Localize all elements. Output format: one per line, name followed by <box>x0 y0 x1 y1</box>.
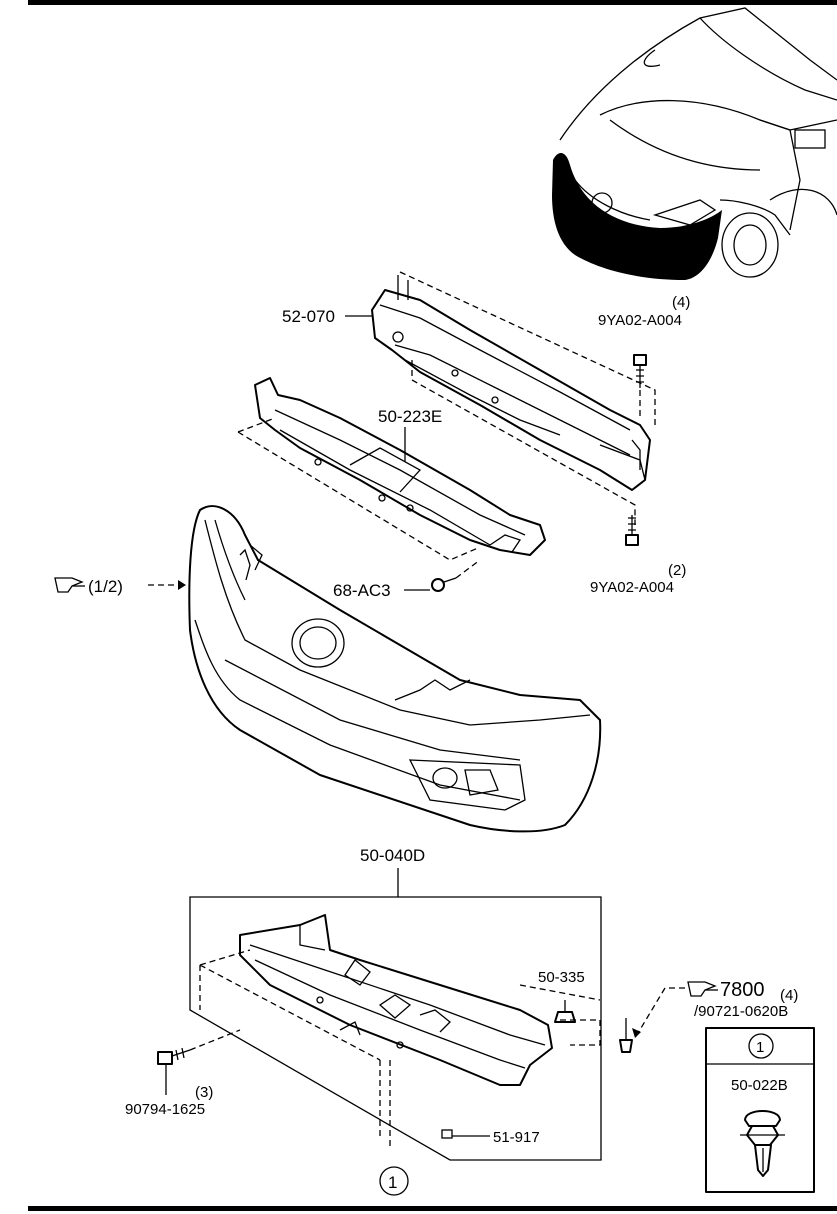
undercover-label: 50-040D <box>360 846 425 865</box>
absorber-label: 50-223E <box>378 407 442 426</box>
bolt-mid-icon <box>625 515 639 546</box>
clip-label: 50-335 <box>538 969 585 986</box>
nut-label: 68-AC3 <box>333 581 391 600</box>
bumper-ref-arrowhead <box>178 580 186 590</box>
vehicle-overview <box>552 7 837 280</box>
nut-icon <box>431 577 457 592</box>
bumper-ref-label: (1/2) <box>88 577 123 596</box>
inset-box: 1 50-022B <box>705 1027 815 1193</box>
inset-number: 1 <box>756 1039 764 1056</box>
callout-circle-num: 1 <box>388 1173 397 1192</box>
ref-7800-guide <box>634 987 685 1039</box>
bolt-bottom-label: 90794-1625 <box>125 1101 205 1118</box>
bumper-highlight <box>552 153 722 280</box>
nut-guide <box>455 559 481 579</box>
reinforcement-guide <box>399 271 656 525</box>
bolt-top-icon <box>633 354 647 388</box>
bolt-bottom-guide <box>189 1029 241 1051</box>
top-border <box>28 0 837 5</box>
callout-circle <box>379 1166 409 1196</box>
bolt-bottom-qty: (3) <box>195 1084 213 1101</box>
fastener-icon <box>441 1129 453 1139</box>
bolt-bottom-icon <box>157 1047 191 1065</box>
bolt-mid-label: 9YA02-A004 <box>590 579 674 596</box>
bottom-border <box>28 1206 837 1211</box>
ref-7800-arrowhead <box>632 1028 641 1038</box>
ref-7800-label: 7800 <box>720 979 765 1001</box>
undercover-frame <box>189 896 602 1161</box>
screw-icon <box>619 1018 633 1053</box>
fastener-label: 51-917 <box>493 1129 540 1146</box>
pointing-hand-icon <box>54 577 85 593</box>
absorber-guide <box>237 417 479 561</box>
undercover-guide <box>199 949 601 1150</box>
clip-icon <box>554 1000 576 1023</box>
ref-7800-qty: (4) <box>780 987 798 1004</box>
reinforcement-label: 52-070 <box>282 307 335 326</box>
energy-absorber <box>254 377 546 556</box>
bolt-mid-qty: (2) <box>668 562 686 579</box>
bolt-top-qty: (4) <box>672 294 690 311</box>
bumper-reinforcement <box>371 275 651 491</box>
ref-7800-part: /90721-0620B <box>694 1003 788 1020</box>
front-bumper-cover <box>188 505 602 833</box>
bolt-top-label: 9YA02-A004 <box>598 312 682 329</box>
inset-part-label: 50-022B <box>731 1077 788 1094</box>
engine-undercover <box>239 914 553 1086</box>
pointing-hand-icon <box>687 981 718 997</box>
push-clip-icon <box>740 1110 785 1177</box>
